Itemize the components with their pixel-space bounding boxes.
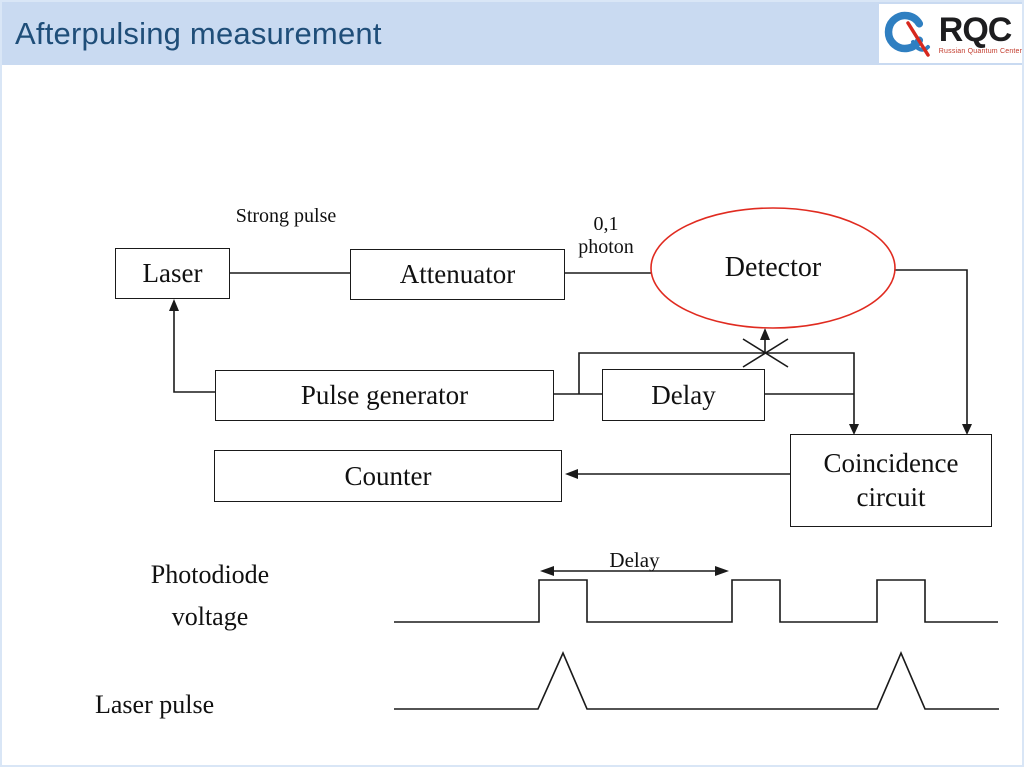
block-attenuator: Attenuator xyxy=(350,249,565,300)
arrowheads xyxy=(169,299,972,576)
rqc-logo-text-block: RQC Russian Quantum Center xyxy=(939,13,1022,55)
beam-cross-junction xyxy=(742,338,789,368)
block-laser: Laser xyxy=(115,248,230,299)
label-photon-line2: photon xyxy=(578,236,634,258)
block-delay: Delay xyxy=(602,369,765,421)
label-photodiode-line1: Photodiode xyxy=(150,560,270,589)
detector-ellipse xyxy=(650,207,896,329)
arrowhead-up-laser xyxy=(169,299,179,311)
arrowhead-down-right xyxy=(962,424,972,435)
waveform-photodiode xyxy=(394,579,998,623)
block-pulse-generator: Pulse generator xyxy=(215,370,554,421)
detector-label: Detector xyxy=(724,252,822,283)
arrowhead-left-counter xyxy=(565,469,578,479)
rqc-logo-icon xyxy=(884,11,930,57)
connector-pulsegen-coincidence xyxy=(578,352,855,426)
arrowhead-down-left xyxy=(849,424,859,435)
header-bar: Afterpulsing measurement RQC Russian Qua… xyxy=(2,2,1022,65)
block-coincidence-circuit: Coincidence circuit xyxy=(790,434,992,527)
arrowhead-delay-left xyxy=(540,566,554,576)
block-counter: Counter xyxy=(214,450,562,502)
label-photon-line1: 0,1 xyxy=(593,213,619,235)
label-strong-pulse: Strong pulse xyxy=(235,205,337,227)
connector-detector-coincidence xyxy=(893,269,968,426)
label-photodiode-voltage: Photodiode voltage xyxy=(110,554,310,638)
waveform-laser-pulse xyxy=(394,650,999,710)
rqc-logo-acronym: RQC xyxy=(938,10,1013,49)
page-title: Afterpulsing measurement xyxy=(15,15,382,51)
rqc-logo: RQC Russian Quantum Center xyxy=(879,4,1022,63)
arrowhead-delay-right xyxy=(715,566,729,576)
label-photon: 0,1 photon xyxy=(570,213,642,259)
connector-pulsegen-laser xyxy=(173,305,216,393)
arrowhead-up-detector xyxy=(760,328,770,340)
rqc-logo-subtitle: Russian Quantum Center xyxy=(938,47,1023,55)
label-laser-pulse: Laser pulse xyxy=(95,690,215,719)
label-delay-span: Delay xyxy=(609,548,660,572)
label-photodiode-line2: voltage xyxy=(171,602,249,631)
